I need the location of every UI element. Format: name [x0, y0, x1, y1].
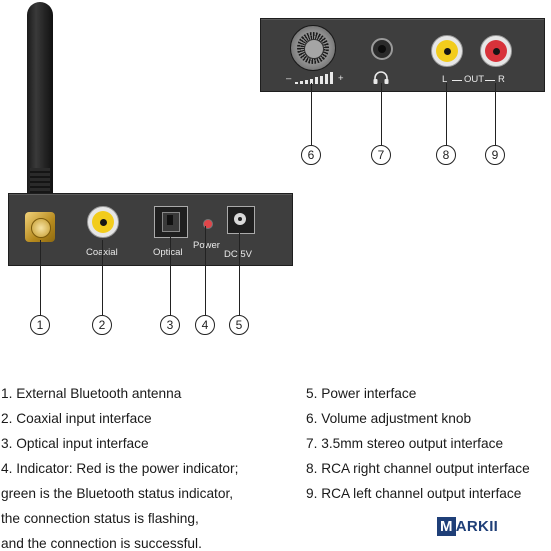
leader-line-2	[102, 240, 103, 315]
coaxial-label: Coaxial	[86, 247, 118, 258]
callout-1: 1	[30, 315, 50, 335]
leader-line-4	[205, 226, 206, 315]
optical-input[interactable]	[154, 206, 188, 238]
leader-line-6	[311, 83, 312, 145]
legend-left-3: 3. Optical input interface	[1, 436, 149, 451]
power-indicator-led	[203, 219, 213, 229]
out-left-label: L	[442, 74, 448, 85]
legend-left-1: 1. External Bluetooth antenna	[1, 386, 182, 401]
leader-line-7	[381, 83, 382, 145]
callout-7: 7	[371, 145, 391, 165]
coaxial-input[interactable]	[87, 206, 119, 238]
legend-left-7: and the connection is successful.	[1, 536, 202, 551]
power-label: Power	[193, 240, 220, 251]
antenna-base	[30, 168, 50, 194]
legend-left-6: the connection status is flashing,	[1, 511, 199, 526]
leader-line-3	[170, 234, 171, 315]
legend-right-5: 5. Power interface	[306, 386, 417, 401]
leader-line-8	[446, 83, 447, 145]
legend-right-9: 9. RCA left channel output interface	[306, 486, 522, 501]
callout-3: 3	[160, 315, 180, 335]
callout-4: 4	[195, 315, 215, 335]
headphone-icon	[373, 71, 389, 84]
leader-line-1	[40, 240, 41, 315]
volume-minus-label: –	[286, 73, 292, 84]
legend-right-6: 6. Volume adjustment knob	[306, 411, 472, 426]
headphone-jack[interactable]	[371, 38, 393, 60]
legend-left-5: green is the Bluetooth status indicator,	[1, 486, 234, 501]
leader-line-9	[495, 83, 496, 145]
callout-8: 8	[436, 145, 456, 165]
volume-scale	[295, 72, 335, 84]
rca-right-output[interactable]	[480, 35, 512, 67]
legend-right-7: 7. 3.5mm stereo output interface	[306, 436, 504, 451]
callout-2: 2	[92, 315, 112, 335]
dc-label: DC 5V	[224, 249, 252, 260]
callout-6: 6	[301, 145, 321, 165]
rca-left-output[interactable]	[431, 35, 463, 67]
legend-right-8: 8. RCA right channel output interface	[306, 461, 530, 476]
front-panel: Coaxial Optical Power DC 5V	[8, 193, 293, 266]
out-right-label: R	[498, 74, 505, 85]
out-label: OUT	[464, 74, 485, 85]
callout-5: 5	[229, 315, 249, 335]
leader-line-5	[239, 231, 240, 315]
optical-label: Optical	[153, 247, 183, 258]
legend-left-2: 2. Coaxial input interface	[1, 411, 152, 426]
legend-left-4: 4. Indicator: Red is the power indicator…	[1, 461, 239, 476]
callout-9: 9	[485, 145, 505, 165]
dc-power-port[interactable]	[227, 206, 255, 234]
back-panel: – + L OUT R	[260, 18, 545, 92]
volume-plus-label: +	[338, 73, 344, 84]
volume-knob[interactable]	[290, 25, 336, 71]
